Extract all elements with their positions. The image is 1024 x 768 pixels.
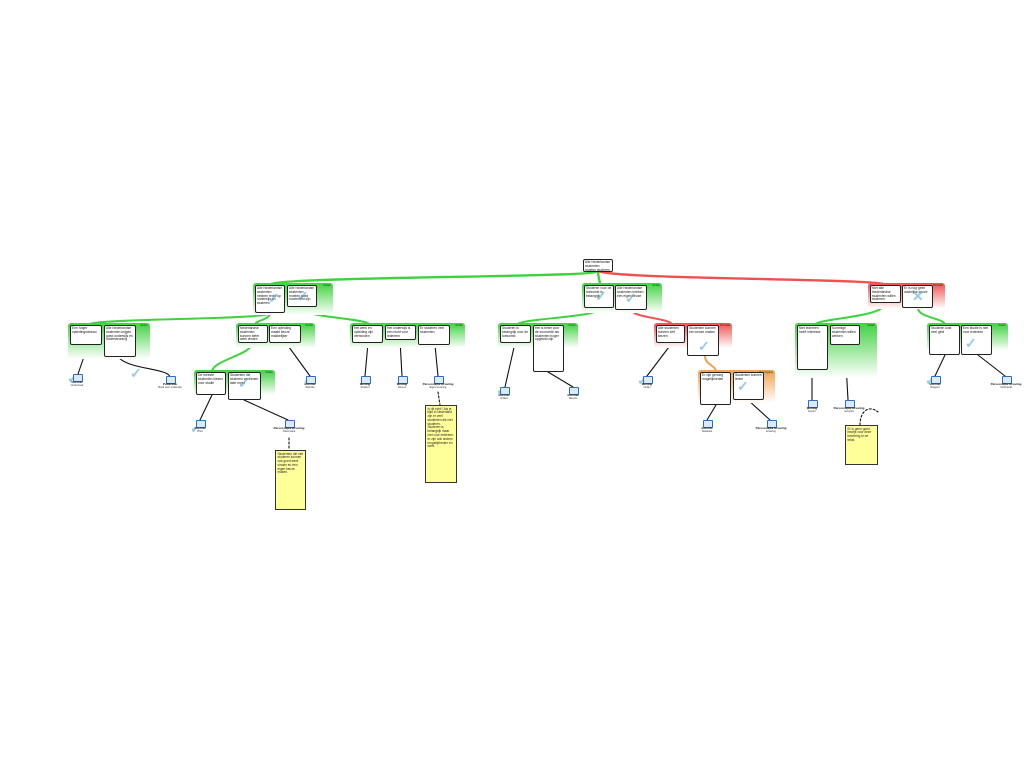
reason-node[interactable]: Alle Nederlandse studenten moeten goed v… (287, 285, 317, 307)
reason-node[interactable]: Alle Nederlandse studenten hebben recht … (255, 285, 285, 313)
opinion-icon (398, 376, 408, 384)
reason-node[interactable]: Een hoger opleidingsniveau (70, 325, 102, 345)
internet-icon (73, 374, 83, 382)
reason-node[interactable]: Studeren kost veel geld (929, 325, 960, 355)
reason-node[interactable]: Alle Nederlandse studenten hebben een ei… (615, 285, 647, 310)
reason-node[interactable]: Een studie is niet voor iedereen (961, 325, 992, 355)
opinion-icon (808, 400, 818, 408)
personal-experience-icon (1002, 376, 1012, 384)
reason-node[interactable]: Het werk en opleiding zijn verbonden (352, 325, 383, 343)
personal-experience-icon (285, 420, 295, 428)
reason-node[interactable]: Niet iedereen heeft interesse (797, 325, 828, 370)
note[interactable]: Studenten die niet studeren kunnen ook g… (275, 450, 306, 510)
publication-icon (166, 376, 176, 384)
personal-experience-icon (434, 376, 444, 384)
reason-node[interactable]: Studeren is belangrijk voor de toekomst (500, 325, 531, 343)
opinion-icon (643, 376, 653, 384)
rebuttal-node[interactable]: Er zijn genoeg mogelijkheden (700, 372, 731, 405)
reason-node[interactable]: Nederlandse studenten kunnen beter werk … (238, 325, 268, 343)
reason-node[interactable]: Het onderwijs is een recht voor iedereen (385, 325, 416, 340)
main-contention[interactable]: Alle Nederlandse studenten moeten studer… (583, 259, 613, 272)
personal-experience-icon (767, 420, 777, 428)
internet-icon (196, 420, 206, 428)
rebuttal-node[interactable]: Studenten kunnen lenen (733, 372, 764, 400)
internet-icon (703, 420, 713, 428)
internet-icon (306, 376, 316, 384)
reason-node[interactable]: Een opleiding maakt keuze makkelijker (269, 325, 301, 343)
note[interactable]: Is dit echt? Als je kijkt in Nederland z… (425, 405, 457, 483)
internet-icon (931, 376, 941, 384)
reason-node[interactable]: Studenten die studeren verdienen later m… (228, 372, 261, 400)
objection-node[interactable]: Alle studenten kunnen zelf kiezen (656, 325, 685, 343)
objection-node[interactable]: Er is nog geen duidelijke keuze (902, 285, 933, 308)
reason-node[interactable]: Sommige studenten willen werken (830, 325, 860, 345)
reason-node[interactable]: Er studeren veel studenten (418, 325, 450, 345)
note[interactable]: Er is geen goed bewijs voor deze bewerin… (845, 425, 878, 465)
objection-node[interactable]: Studenten kunnen een keuze maken (687, 325, 719, 356)
reason-node[interactable]: Alle Nederlandse studenten krijgen goed … (104, 325, 136, 357)
internet-icon (500, 387, 510, 395)
opinion-icon (361, 376, 371, 384)
internet-icon (569, 387, 579, 395)
reason-node[interactable]: Het is beter voor de economie als studen… (533, 325, 564, 372)
reason-node[interactable]: De meeste studenten kiezen voor studie (196, 372, 226, 395)
personal-experience-icon (845, 400, 855, 408)
objection-node[interactable]: Niet alle Nederlandse studenten willen s… (870, 285, 901, 303)
reason-node[interactable]: Studeren voor de toekomst is belangrijk (584, 285, 614, 308)
